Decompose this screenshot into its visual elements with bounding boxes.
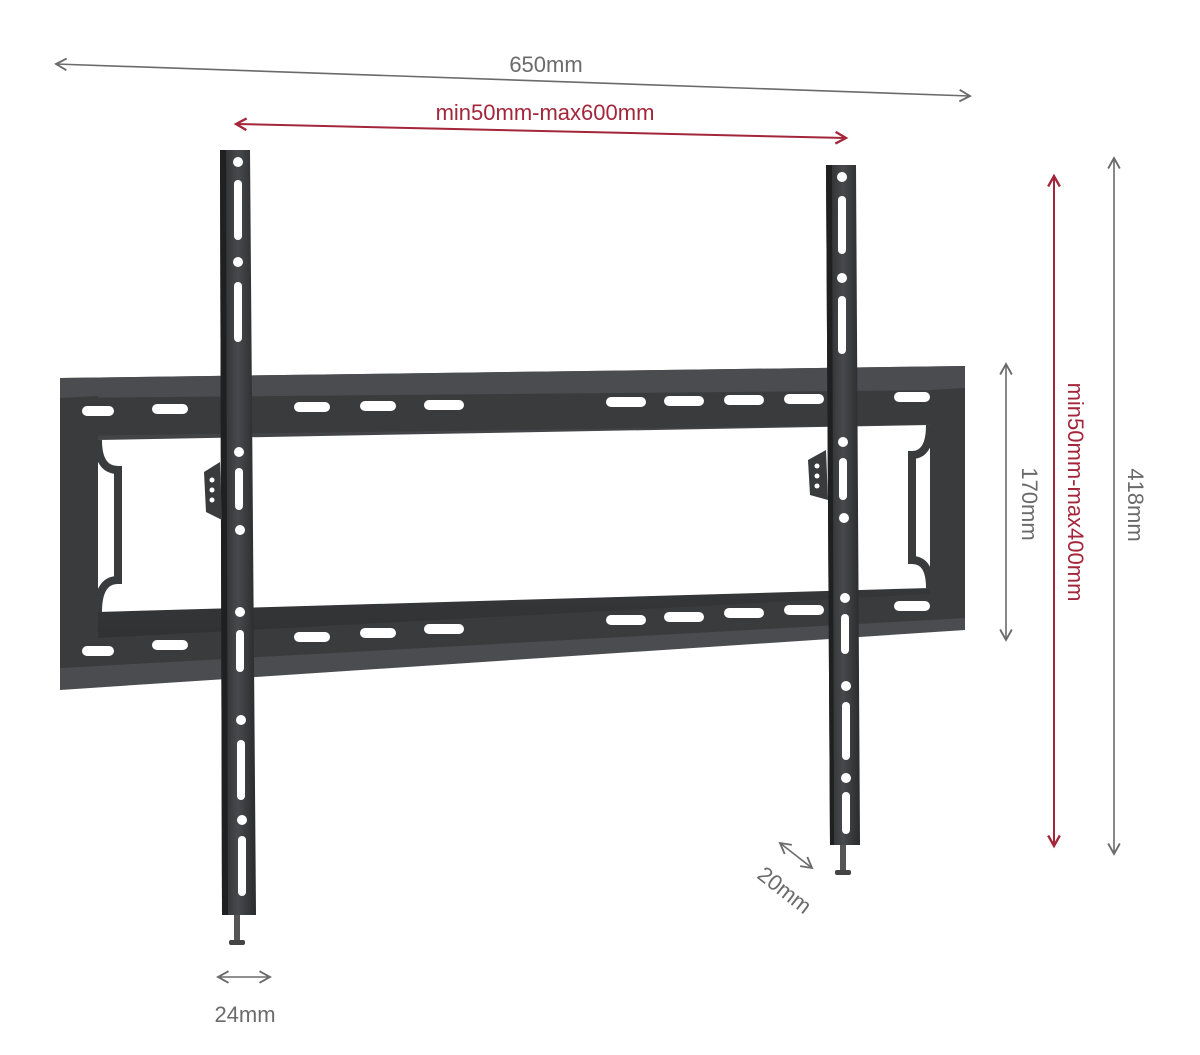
- arm-width-label: 24mm: [214, 1002, 275, 1027]
- wall-plate-height-label: 170mm: [1017, 467, 1042, 540]
- top-rail: [60, 366, 965, 398]
- wall-plate-cutout: [98, 425, 930, 612]
- left-arm-holes: [233, 157, 247, 896]
- vesa-horizontal-label: min50mm-max600mm: [436, 100, 655, 125]
- wall-plate: [60, 366, 965, 690]
- vesa-horizontal-arrow: [236, 124, 846, 138]
- left-side: [60, 396, 98, 668]
- arm-depth-arrow: [778, 841, 814, 870]
- overall-width-arrow: [54, 57, 972, 103]
- arm-depth-label: 20mm: [753, 861, 817, 918]
- bottom-rail-lip: [60, 618, 965, 690]
- overall-height-label: 418mm: [1123, 468, 1148, 541]
- vesa-vertical-label: min50mm-max400mm: [1063, 383, 1088, 602]
- right-arm: [808, 165, 860, 875]
- right-arm-holes: [837, 172, 851, 834]
- right-side: [930, 388, 965, 602]
- top-slots: [82, 392, 930, 416]
- overall-width-label: 650mm: [509, 52, 582, 77]
- left-arm: [204, 150, 256, 945]
- bottom-slots: [82, 601, 930, 656]
